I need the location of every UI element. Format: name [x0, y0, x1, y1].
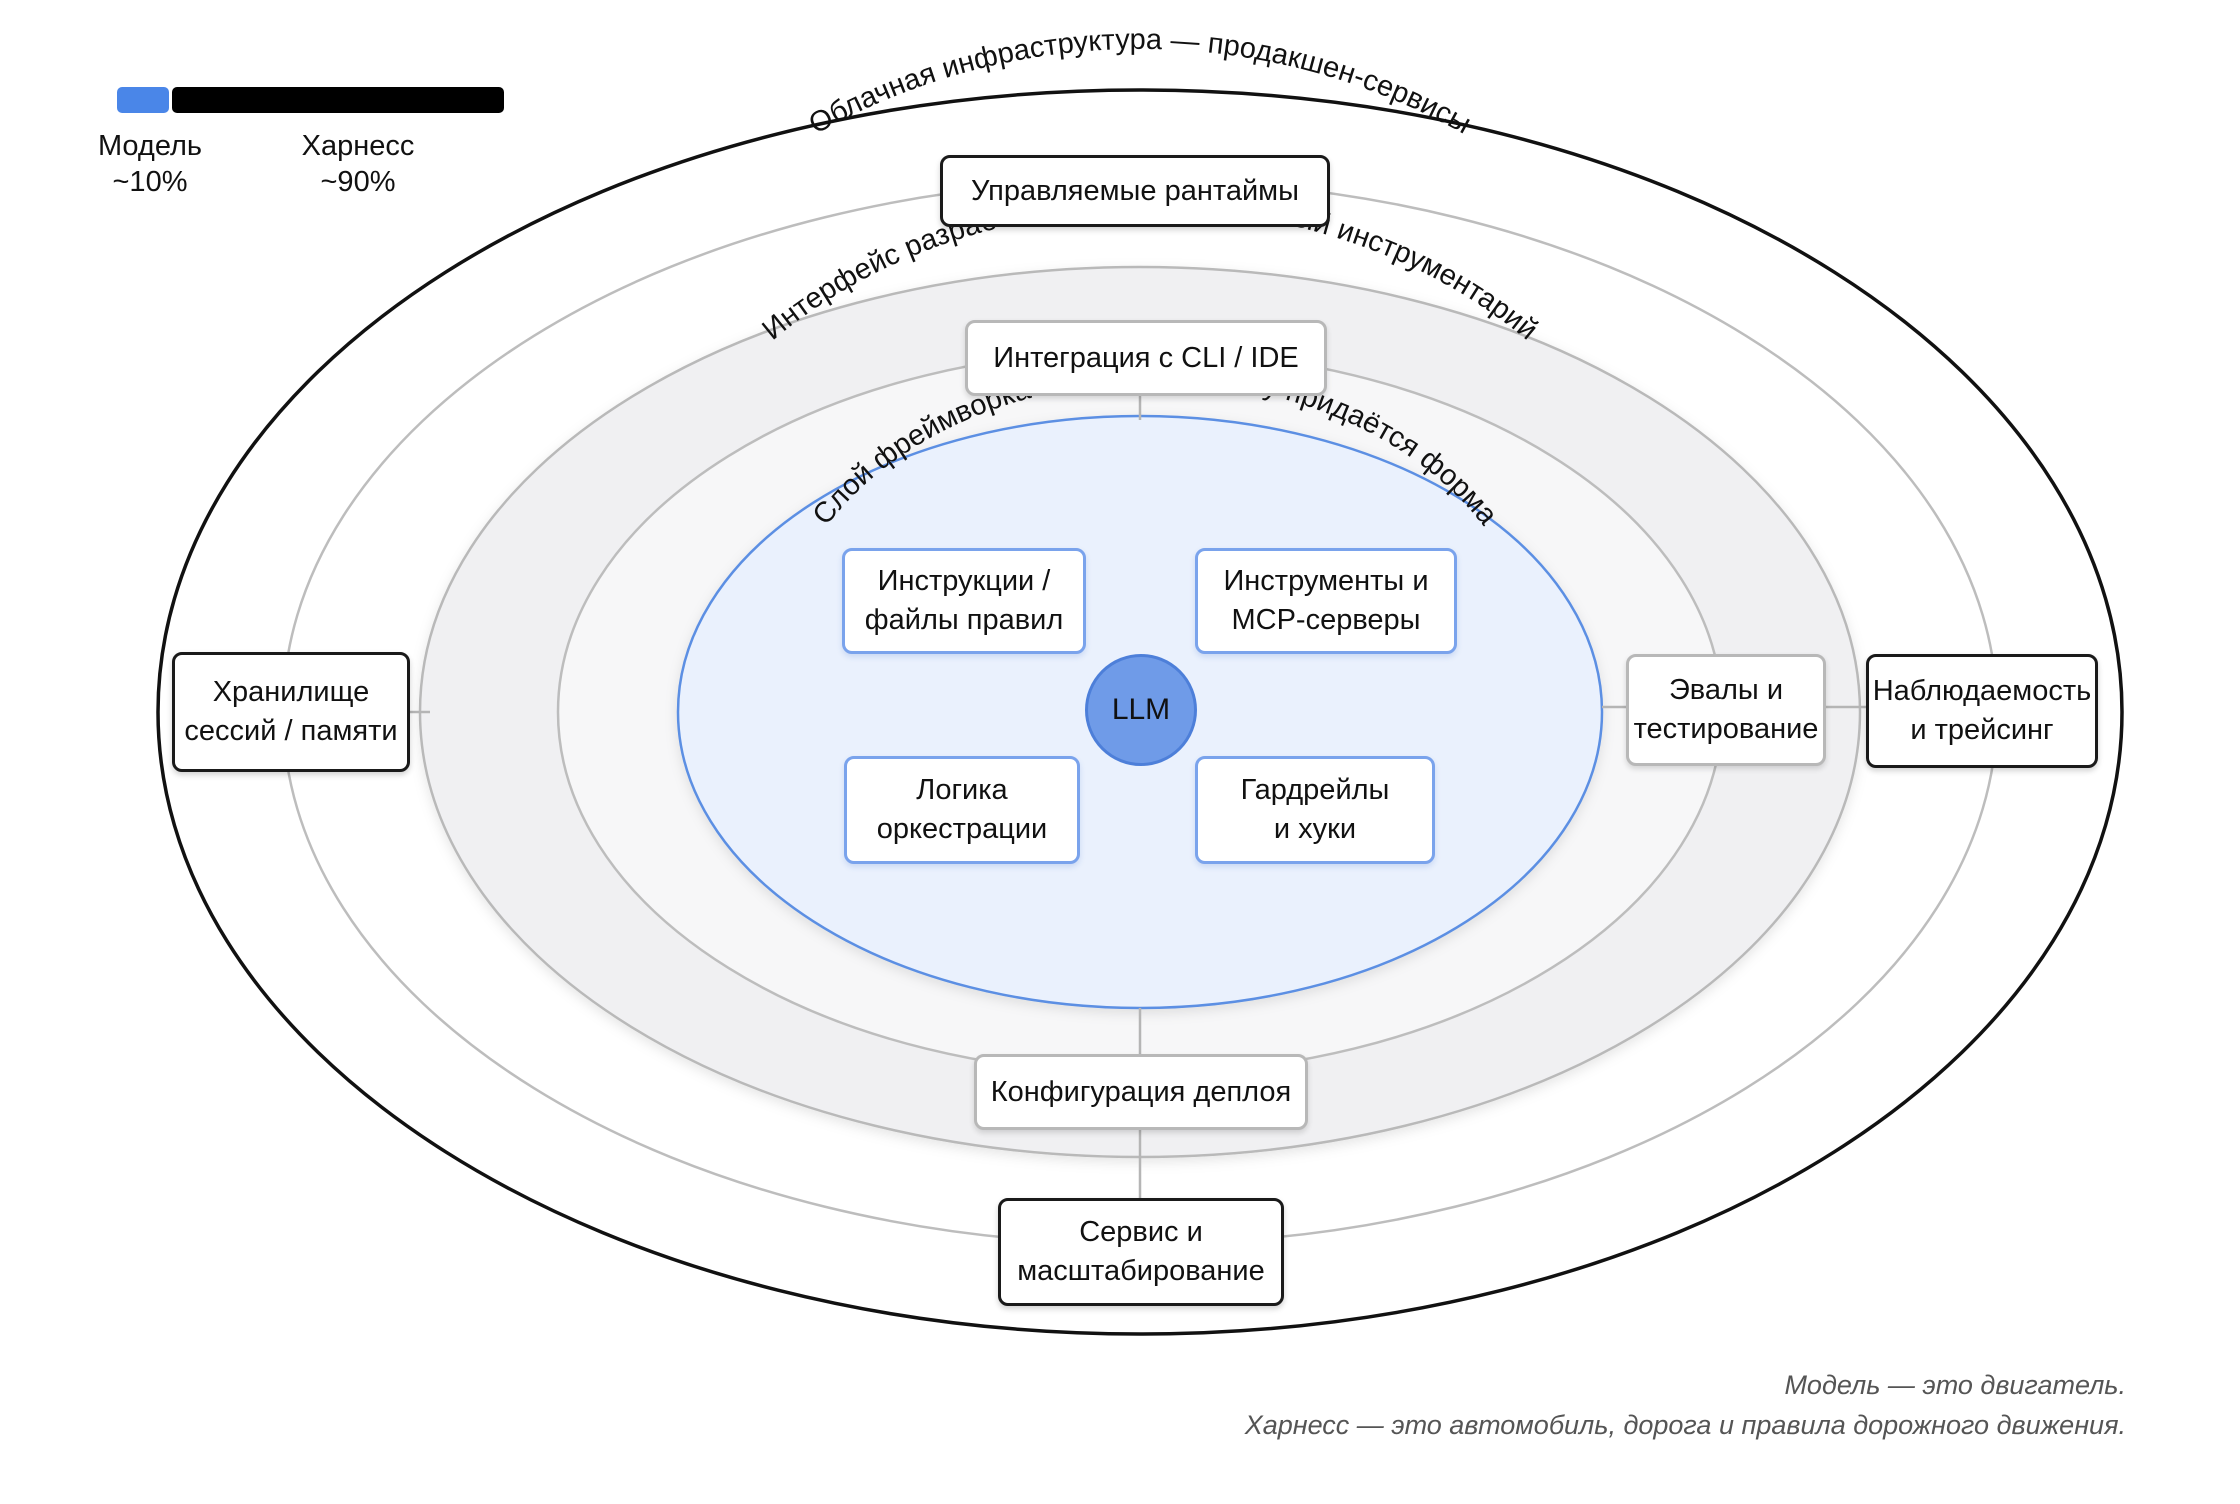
- orchestration-logic-label-2: оркестрации: [876, 813, 1048, 845]
- serving-scaling-label-2: масштабирование: [1017, 1255, 1265, 1287]
- orchestration-logic-box: Логика оркестрации: [844, 756, 1080, 864]
- legend-harness-bar: [172, 87, 504, 113]
- footer-line-2: Харнесс — это автомобиль, дорога и прави…: [1244, 1410, 2126, 1440]
- observability-tracing-label-2: и трейсинг: [1910, 714, 2054, 746]
- session-memory-storage-label-2: сессий / памяти: [184, 715, 398, 747]
- footer-line-1: Модель — это двигатель.: [1784, 1370, 2126, 1400]
- legend-harness-label: Харнесс ~90%: [288, 128, 428, 200]
- observability-tracing-box: Наблюдаемость и трейсинг: [1866, 654, 2098, 768]
- tools-mcp-label-1: Инструменты и: [1223, 565, 1429, 597]
- session-memory-storage-label-1: Хранилище: [212, 676, 370, 708]
- cli-ide-integration-label: Интеграция с CLI / IDE: [993, 341, 1299, 374]
- serving-scaling-label-1: Сервис и: [1079, 1216, 1203, 1248]
- legend-model-share: ~10%: [112, 166, 188, 198]
- instructions-rules-label-2: файлы правил: [864, 604, 1064, 636]
- guardrails-hooks-label-1: Гардрейлы: [1240, 774, 1390, 806]
- guardrails-hooks-label-2: и хуки: [1273, 813, 1357, 845]
- managed-runtimes-label: Управляемые рантаймы: [971, 174, 1299, 207]
- llm-core-label: LLM: [1111, 693, 1171, 726]
- instructions-rules-box: Инструкции / файлы правил: [842, 548, 1086, 654]
- legend-model-bar: [117, 87, 169, 113]
- evals-testing-label-1: Эвалы и: [1668, 674, 1784, 706]
- cli-ide-integration-box: Интеграция с CLI / IDE: [965, 320, 1327, 396]
- legend-harness-name: Харнесс: [301, 130, 415, 162]
- evals-testing-label-2: тестирование: [1633, 713, 1819, 745]
- legend-model-label: Модель ~10%: [80, 128, 220, 200]
- orchestration-logic-label-1: Логика: [916, 774, 1008, 806]
- legend-harness-share: ~90%: [320, 166, 396, 198]
- tools-mcp-label-2: MCP-серверы: [1231, 604, 1421, 636]
- session-memory-storage-box: Хранилище сессий / памяти: [172, 652, 410, 772]
- observability-tracing-label-1: Наблюдаемость: [1872, 675, 2092, 707]
- deploy-config-label: Конфигурация деплоя: [990, 1075, 1292, 1108]
- tools-mcp-box: Инструменты и MCP-серверы: [1195, 548, 1457, 654]
- llm-core-circle: LLM: [1085, 654, 1197, 766]
- evals-testing-box: Эвалы и тестирование: [1626, 654, 1826, 766]
- deploy-config-box: Конфигурация деплоя: [974, 1054, 1308, 1130]
- instructions-rules-label-1: Инструкции /: [877, 565, 1051, 597]
- legend-model-name: Модель: [97, 130, 203, 162]
- managed-runtimes-box: Управляемые рантаймы: [940, 155, 1330, 227]
- guardrails-hooks-box: Гардрейлы и хуки: [1195, 756, 1435, 864]
- serving-scaling-box: Сервис и масштабирование: [998, 1198, 1284, 1306]
